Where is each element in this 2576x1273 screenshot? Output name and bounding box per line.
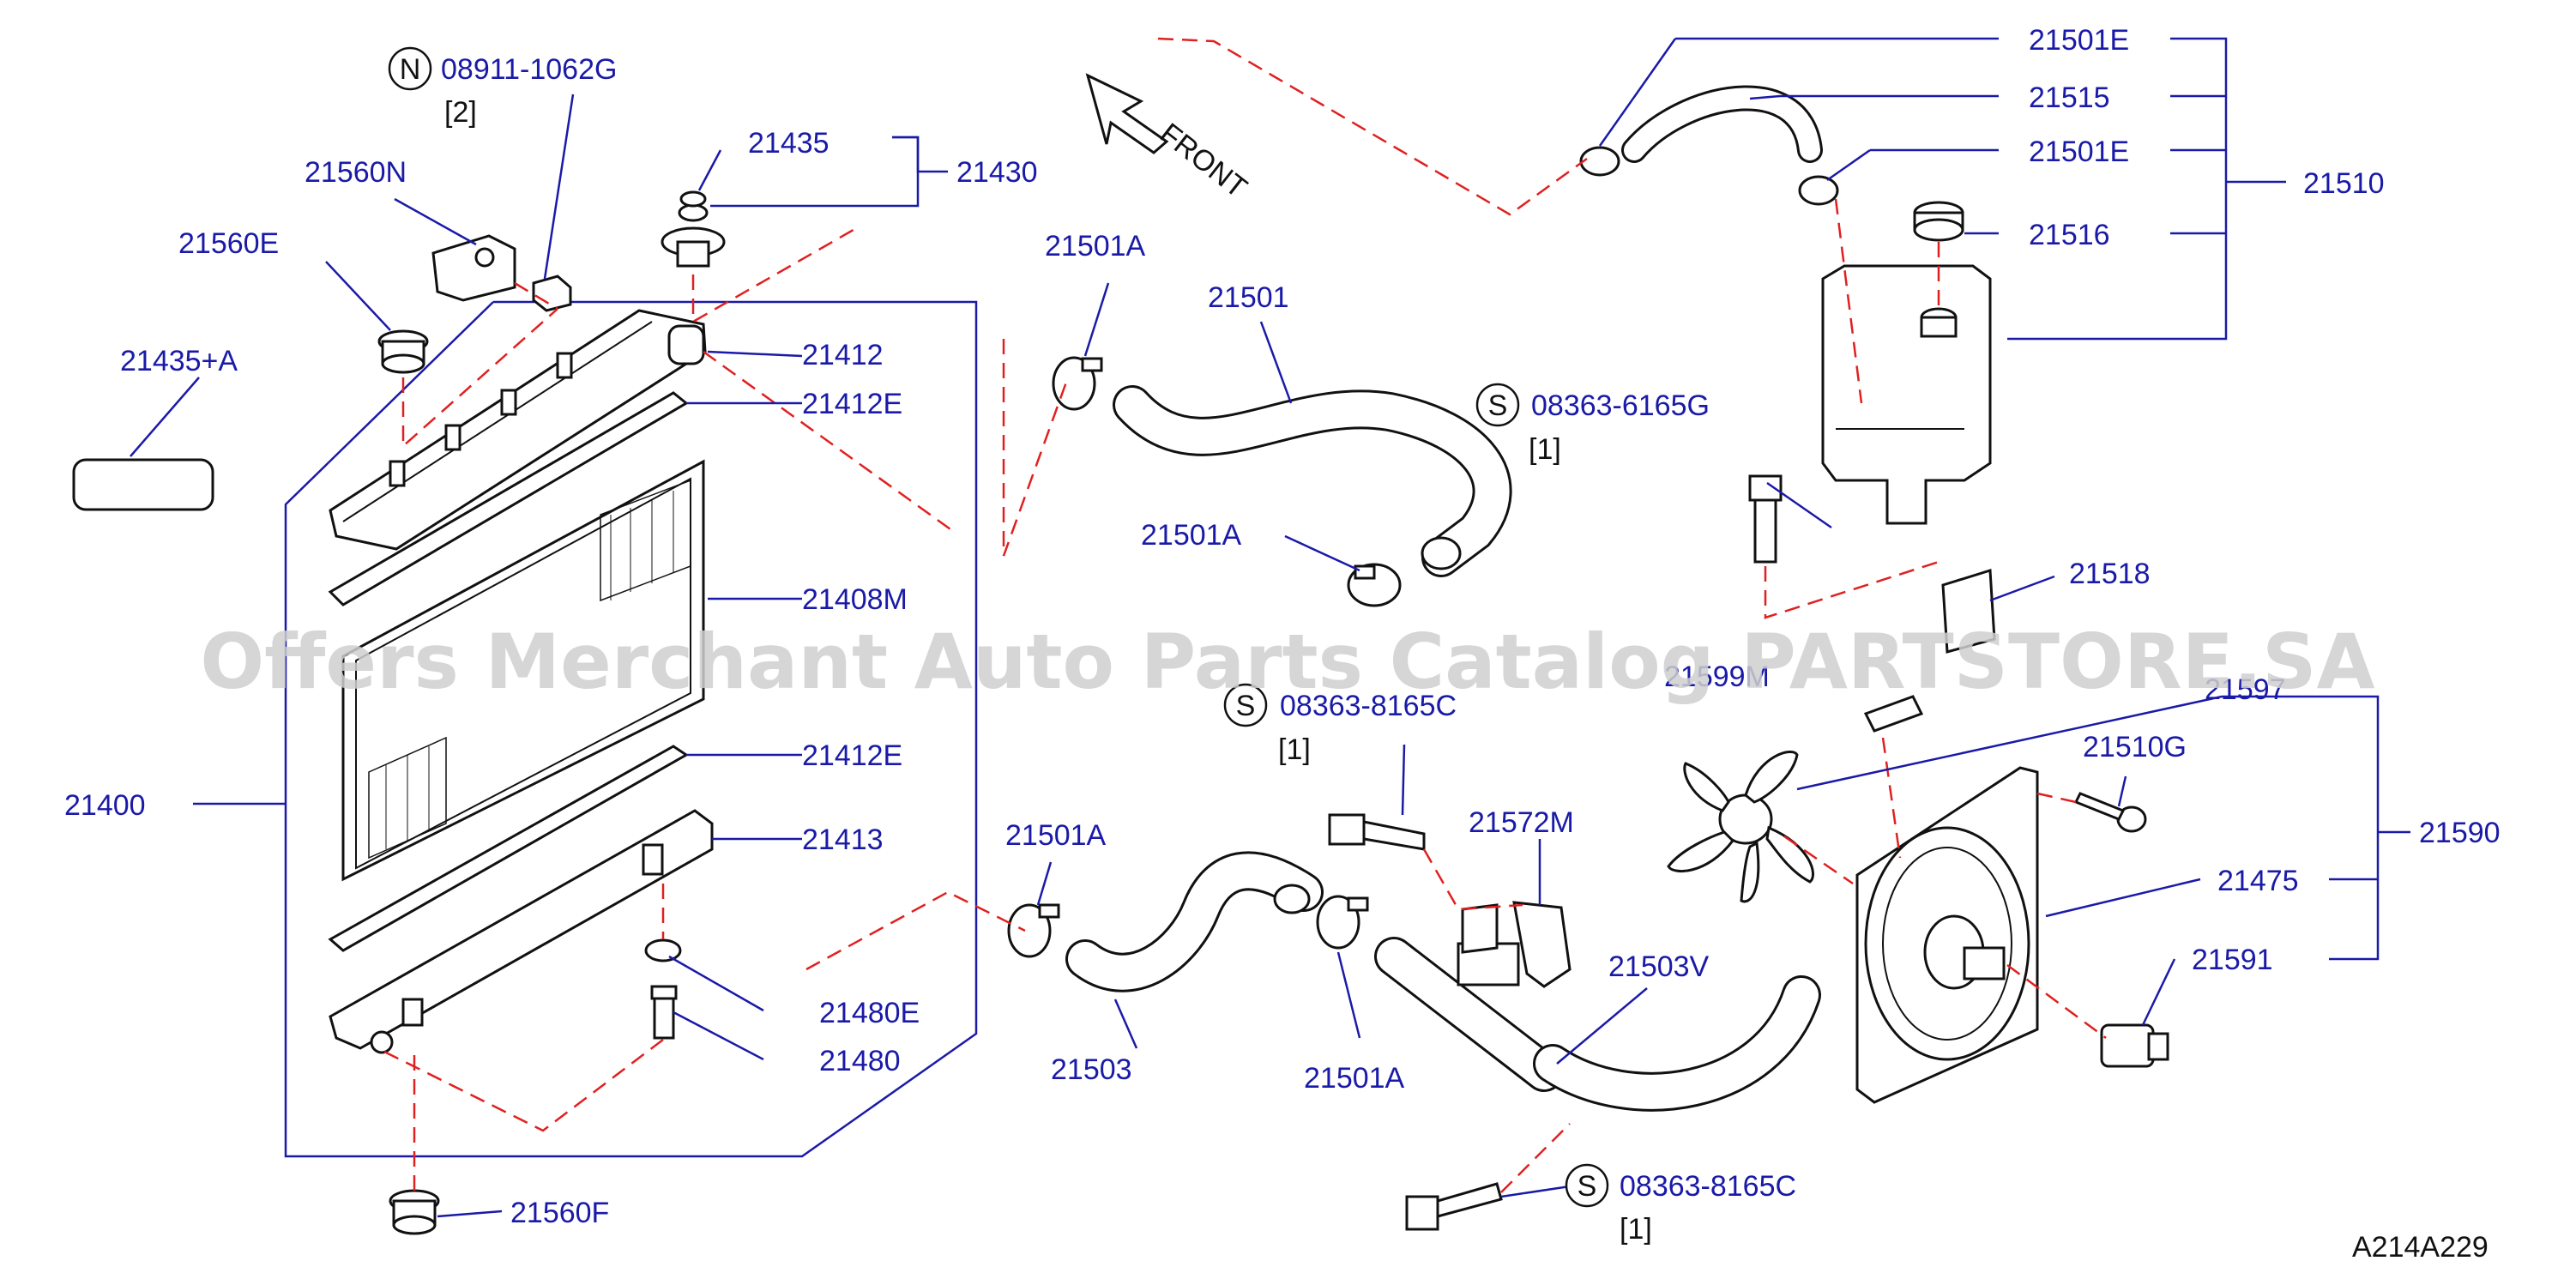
callout-21475[interactable]: 21475 xyxy=(2217,865,2299,897)
qty-08911: [2] xyxy=(444,96,477,129)
radiator-frame-outline xyxy=(284,300,978,1158)
part-labels[interactable]: 08911-1062G [2] 21560N 21560E 21435+A 21… xyxy=(64,24,2501,1264)
hose-21501-part xyxy=(1113,385,1512,577)
callout-08911-1062g[interactable]: 08911-1062G xyxy=(441,53,617,86)
symbol-s-1: S xyxy=(1475,383,1520,427)
figure-code: A214A229 xyxy=(2352,1231,2489,1264)
callout-21501a-1[interactable]: 21501A xyxy=(1045,230,1146,262)
qty-08363-8165c-b: [1] xyxy=(1620,1213,1652,1246)
callout-21408m[interactable]: 21408M xyxy=(802,583,908,616)
reservoir-tank-part xyxy=(1821,264,1992,525)
upper-tank-part xyxy=(329,309,707,551)
symbol-s-letter-3: S xyxy=(1578,1170,1597,1203)
clamps-21501a xyxy=(1007,356,1402,958)
radiator-core-part xyxy=(341,459,705,882)
callout-21560f[interactable]: 21560F xyxy=(510,1197,609,1229)
mount-21560f-part xyxy=(389,1189,440,1235)
symbol-s-2: S xyxy=(1223,683,1268,727)
drain-washer-part xyxy=(644,938,682,962)
bracket-21572m-part xyxy=(1512,901,1572,988)
callout-21599[interactable]: 21599M xyxy=(1664,661,1770,693)
callout-21591[interactable]: 21591 xyxy=(2192,944,2273,976)
label-plate-part xyxy=(72,458,214,511)
watermark-text: Offers Merchant Auto Parts Catalog PARTS… xyxy=(200,618,2374,706)
callout-21400[interactable]: 21400 xyxy=(64,789,146,822)
callout-21412e-bottom[interactable]: 21412E xyxy=(802,739,902,772)
symbol-s-3: S xyxy=(1565,1163,1609,1208)
bracket-21518-part xyxy=(1941,569,1996,654)
callout-21413[interactable]: 21413 xyxy=(802,824,884,856)
callout-21560n[interactable]: 21560N xyxy=(305,156,407,189)
radiator-assembly xyxy=(72,190,978,1235)
callout-08363-8165c-a[interactable]: 08363-8165C xyxy=(1280,690,1457,722)
callout-21430[interactable]: 21430 xyxy=(956,156,1038,189)
callout-21518[interactable]: 21518 xyxy=(2069,558,2151,590)
seal-21599-part xyxy=(1863,695,1924,733)
callout-21412e-top[interactable]: 21412E xyxy=(802,388,902,420)
front-label: FRONT xyxy=(1154,117,1253,204)
callout-21501e-1[interactable]: 21501E xyxy=(2029,24,2129,57)
lower-tank-part xyxy=(329,809,714,1054)
callout-21510[interactable]: 21510 xyxy=(2303,167,2385,200)
fan-blade-21597-part xyxy=(1667,751,1814,903)
screw-21510g-part xyxy=(2073,792,2147,833)
callout-21516[interactable]: 21516 xyxy=(2029,219,2110,251)
symbol-s-letter-2: S xyxy=(1236,690,1256,722)
nut-08911-part xyxy=(532,275,572,312)
callout-21597[interactable]: 21597 xyxy=(2205,673,2286,706)
radiator-cap-part xyxy=(661,203,726,268)
callout-21412[interactable]: 21412 xyxy=(802,339,884,371)
callout-21501a-3[interactable]: 21501A xyxy=(1005,819,1107,852)
front-arrow: FRONT xyxy=(1085,73,1253,204)
callout-21501a-2[interactable]: 21501A xyxy=(1141,519,1242,552)
callout-21501a-4[interactable]: 21501A xyxy=(1304,1062,1405,1095)
callout-21515[interactable]: 21515 xyxy=(2029,81,2110,114)
callout-21435a[interactable]: 21435+A xyxy=(120,345,238,377)
bolt-08363-6165g-part xyxy=(1748,474,1783,564)
reservoir-cap-part xyxy=(1913,201,1964,242)
callout-21501[interactable]: 21501 xyxy=(1208,281,1289,314)
bolt-08363-8165c-b-part xyxy=(1405,1182,1503,1231)
symbol-n: N xyxy=(388,46,432,91)
callout-21503[interactable]: 21503 xyxy=(1051,1053,1132,1086)
pipe-21503v-part xyxy=(1374,903,1821,1112)
clamp-21501e-b-part xyxy=(1798,175,1839,206)
callout-21480[interactable]: 21480 xyxy=(819,1045,901,1077)
callout-21560e[interactable]: 21560E xyxy=(178,227,279,260)
callout-21503v[interactable]: 21503V xyxy=(1608,950,1710,983)
symbol-n-letter: N xyxy=(400,53,421,86)
callout-21510g[interactable]: 21510G xyxy=(2083,731,2187,763)
fan-shroud-21475-part xyxy=(1855,766,2039,1104)
callout-21480e[interactable]: 21480E xyxy=(819,997,920,1029)
clamp-21501e-a-part xyxy=(1579,146,1620,177)
dashed-relation-lines xyxy=(377,37,2107,1197)
callout-08363-8165c-b[interactable]: 08363-8165C xyxy=(1620,1170,1796,1203)
qty-08363-6165g: [1] xyxy=(1529,433,1561,466)
callout-21501e-2[interactable]: 21501E xyxy=(2029,136,2129,168)
callout-21572m[interactable]: 21572M xyxy=(1469,806,1574,839)
hose-21515-part xyxy=(1621,85,1823,163)
mount-21560e-part xyxy=(377,329,429,374)
connector-21591-part xyxy=(2100,1023,2169,1068)
bracket-21560n-part xyxy=(431,234,516,302)
bolt-08363-8165c-a-part xyxy=(1328,813,1426,851)
symbol-s-letter-1: S xyxy=(1488,389,1508,422)
qty-08363-8165c-a: [1] xyxy=(1278,733,1311,766)
leader-lines xyxy=(130,37,2410,1218)
callout-21590[interactable]: 21590 xyxy=(2419,817,2501,849)
hose-21503-part xyxy=(1065,851,1324,992)
callout-21435[interactable]: 21435 xyxy=(748,127,830,160)
callout-08363-6165g[interactable]: 08363-6165G xyxy=(1531,389,1710,422)
cap-seal-part xyxy=(679,190,707,208)
